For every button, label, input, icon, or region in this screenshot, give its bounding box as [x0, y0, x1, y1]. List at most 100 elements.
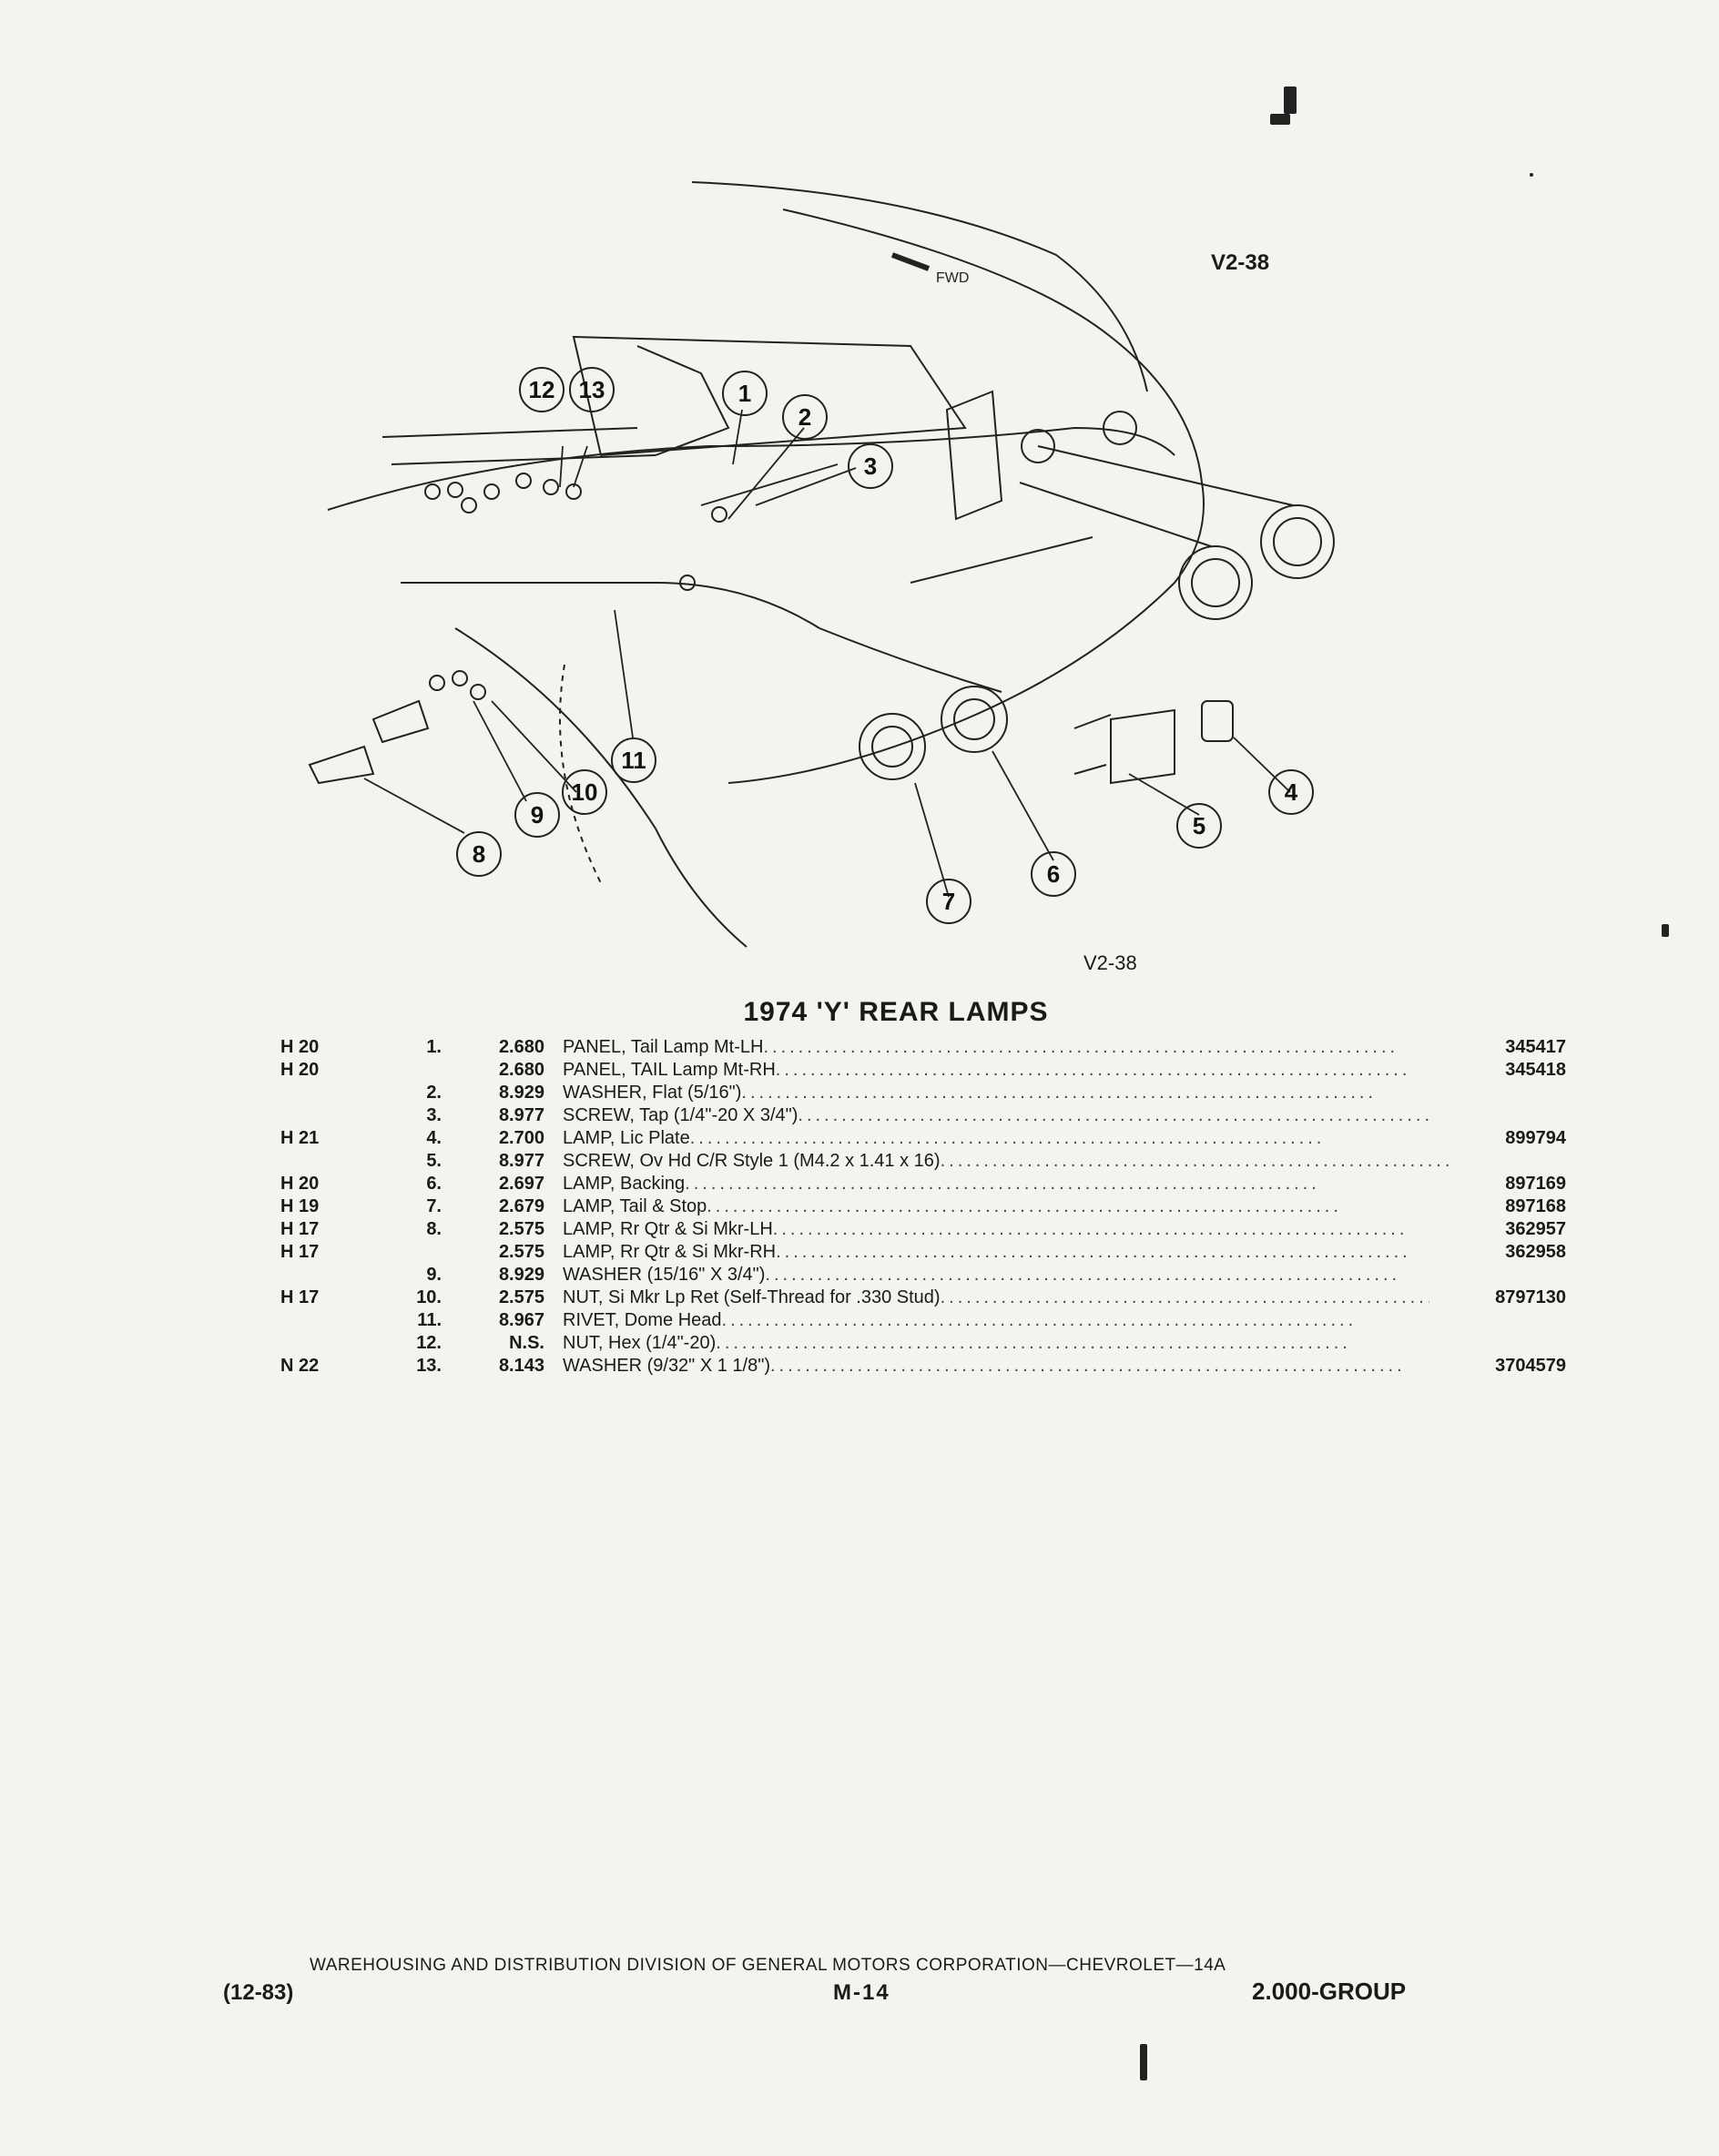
group-number: 2.697 — [498, 1174, 544, 1194]
item-number: 7. — [426, 1196, 442, 1216]
part-description: LAMP, Rr Qtr & Si Mkr-LH................… — [563, 1219, 1409, 1239]
item-number: 3. — [426, 1105, 442, 1125]
part-description: LAMP, Lic Plate.........................… — [563, 1128, 1326, 1148]
grid-location: N 22 — [280, 1356, 320, 1376]
part-number: 345417 — [1429, 1036, 1566, 1059]
part-description: SCREW, Ov Hd C/R Style 1 (M4.2 x 1.41 x … — [563, 1151, 1455, 1171]
grid-location: H 19 — [280, 1196, 320, 1216]
part-number: 897169 — [1429, 1173, 1566, 1195]
figure-code-top: V2-38 — [1211, 250, 1270, 275]
scan-speck — [1284, 86, 1297, 114]
callout-1: 1 — [722, 371, 768, 416]
item-number: 13. — [416, 1356, 442, 1376]
group-number: 8.977 — [498, 1151, 544, 1171]
title-name: REAR LAMPS — [859, 997, 1049, 1027]
item-number: 11. — [417, 1310, 442, 1330]
scan-speck — [1530, 173, 1533, 177]
item-number: 8. — [426, 1219, 442, 1239]
item-number: 9. — [426, 1265, 442, 1285]
parts-row: 11. 8.967 RIVET, Dome Head................… — [273, 1309, 1439, 1332]
svg-text:5: 5 — [1193, 812, 1205, 839]
part-number: 362957 — [1429, 1218, 1566, 1241]
grid-location: H 20 — [280, 1037, 320, 1057]
part-description: SCREW, Tap (1/4"-20 X 3/4").............… — [563, 1105, 1434, 1125]
parts-row: H 17 8. 2.575 LAMP, Rr Qtr & Si Mkr-LH.....… — [273, 1218, 1566, 1241]
callout-6: 6 — [1031, 851, 1076, 897]
part-number: 899794 — [1429, 1127, 1566, 1150]
rear-lamps-exploded-diagram: FWD 1 2 3 4 5 6 7 8 9 10 11 12 13 — [308, 181, 1335, 948]
footer-division: WAREHOUSING AND DISTRIBUTION DIVISION OF… — [310, 1956, 1226, 1975]
part-number: 362958 — [1429, 1241, 1566, 1264]
part-description: NUT, Hex (1/4"-20)......................… — [563, 1333, 1351, 1353]
svg-text:11: 11 — [621, 747, 646, 774]
title-model: 'Y' — [816, 997, 850, 1027]
group-number: 2.575 — [498, 1287, 544, 1307]
part-description: PANEL, Tail Lamp Mt-LH..................… — [563, 1037, 1399, 1057]
title-year: 1974 — [743, 997, 809, 1027]
svg-text:10: 10 — [572, 778, 598, 806]
item-number: 1. — [426, 1037, 442, 1057]
part-number: 3704579 — [1429, 1355, 1566, 1378]
part-number: 8797130 — [1429, 1286, 1566, 1309]
part-number: 897168 — [1429, 1195, 1566, 1218]
parts-row: 5. 8.977 SCREW, Ov Hd C/R Style 1 (M4.2 x … — [273, 1150, 1455, 1173]
group-number: 2.575 — [498, 1242, 544, 1262]
item-number: 4. — [426, 1128, 442, 1148]
callout-7: 7 — [926, 879, 971, 924]
item-number: 12. — [416, 1333, 442, 1353]
part-description: LAMP, Backing...........................… — [563, 1174, 1320, 1194]
group-number: 2.680 — [498, 1037, 544, 1057]
callout-9: 9 — [514, 792, 560, 838]
item-number: 5. — [426, 1151, 442, 1171]
grid-location: H 17 — [280, 1219, 320, 1239]
group-number: 2.680 — [498, 1060, 544, 1080]
group-number: 8.143 — [498, 1356, 544, 1376]
callout-4: 4 — [1268, 769, 1314, 815]
grid-location: H 17 — [280, 1242, 320, 1262]
svg-text:1: 1 — [738, 380, 751, 407]
footer-page-number: M-14 — [833, 1980, 890, 2005]
part-description: WASHER, Flat (5/16")....................… — [563, 1083, 1378, 1103]
group-number: 8.967 — [498, 1310, 544, 1330]
part-description: WASHER (9/32" X 1 1/8").................… — [563, 1356, 1406, 1376]
svg-text:13: 13 — [579, 376, 605, 403]
part-description: RIVET, Dome Head........................… — [563, 1310, 1358, 1330]
svg-text:2: 2 — [798, 403, 811, 431]
part-description: LAMP, Rr Qtr & Si Mkr-RH................… — [563, 1242, 1411, 1262]
part-description: LAMP, Tail & Stop.......................… — [563, 1196, 1342, 1216]
scan-speck — [1662, 924, 1669, 937]
callout-2: 2 — [782, 394, 828, 440]
footer-group: 2.000-GROUP — [1252, 1978, 1407, 2005]
item-number: 2. — [426, 1083, 442, 1103]
part-description: PANEL, TAIL Lamp Mt-RH..................… — [563, 1060, 1411, 1080]
callout-5: 5 — [1176, 803, 1222, 849]
part-number: 345418 — [1429, 1059, 1566, 1082]
svg-text:12: 12 — [529, 376, 555, 403]
svg-text:6: 6 — [1047, 860, 1060, 888]
group-number: 8.929 — [498, 1265, 544, 1285]
fwd-label: FWD — [936, 270, 969, 286]
group-number: 8.929 — [498, 1083, 544, 1103]
svg-text:8: 8 — [473, 840, 485, 868]
footer-date: (12-83) — [223, 1980, 294, 2005]
parts-row: 3. 8.977 SCREW, Tap (1/4"-20 X 3/4")......… — [273, 1104, 1439, 1127]
callout-3: 3 — [848, 443, 893, 489]
group-number: 8.977 — [498, 1105, 544, 1125]
parts-row: N 22 13. 8.143 WASHER (9/32" X 1 1/8").....… — [273, 1355, 1566, 1378]
scan-speck — [1140, 2044, 1147, 2080]
part-description: WASHER (15/16" X 3/4")..................… — [563, 1265, 1401, 1285]
part-description: NUT, Si Mkr Lp Ret (Self-Thread for .330… — [563, 1287, 1455, 1307]
grid-location: H 17 — [280, 1287, 320, 1307]
parts-list: H 20 1. 2.680 PANEL, Tail Lamp Mt-LH.......… — [273, 1036, 1566, 1378]
callout-13: 13 — [569, 367, 615, 412]
svg-text:4: 4 — [1285, 778, 1298, 806]
parts-row: 2. 8.929 WASHER, Flat (5/16").............… — [273, 1082, 1439, 1104]
callout-10: 10 — [562, 769, 607, 815]
svg-text:3: 3 — [864, 453, 877, 480]
group-number: 2.575 — [498, 1219, 544, 1239]
grid-location: H 20 — [280, 1174, 320, 1194]
